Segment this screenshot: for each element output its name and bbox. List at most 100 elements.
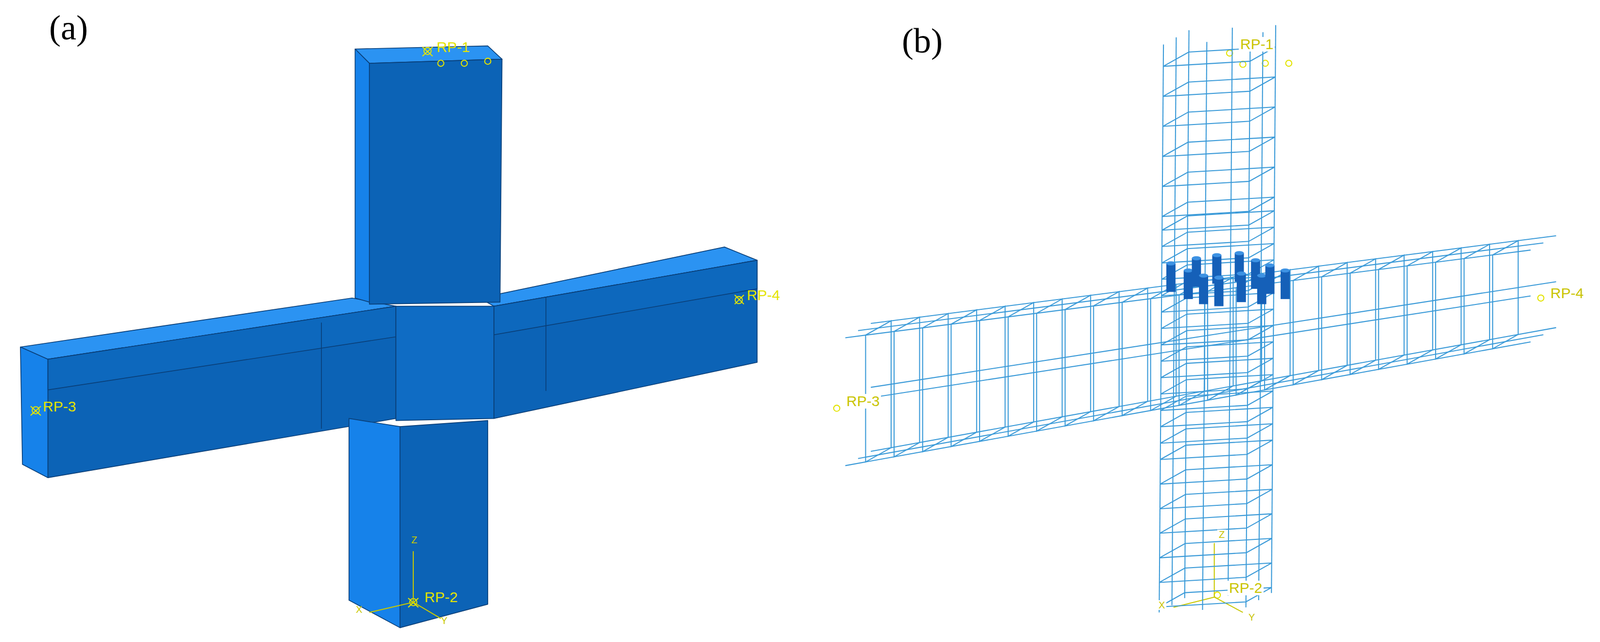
- stirrup: [894, 316, 920, 457]
- stirrup: [865, 320, 891, 462]
- longitudinal-bar: [870, 235, 1557, 324]
- stud-shank: [1166, 263, 1176, 292]
- reference-point-label: RP-4: [1548, 285, 1585, 301]
- reference-point-label: RP-1: [436, 39, 470, 55]
- stirrup: [1378, 255, 1405, 370]
- longitudinal-bar: [858, 242, 1544, 331]
- reference-point-label: RP-2: [424, 589, 458, 605]
- stirrup: [1406, 251, 1433, 364]
- reference-point-label: RP-1: [1238, 36, 1275, 52]
- stud-head: [1265, 263, 1275, 267]
- stud-head: [1214, 275, 1224, 280]
- reference-point-label: RP-3: [844, 393, 881, 409]
- stud-head: [1234, 250, 1245, 255]
- axis-label: Y: [1247, 612, 1257, 622]
- tie: [1162, 106, 1276, 127]
- column-side-face: [354, 49, 370, 302]
- stirrup: [1093, 291, 1119, 422]
- reference-point-mark: [734, 294, 744, 304]
- node-marker: [484, 58, 492, 65]
- tie: [1160, 341, 1274, 362]
- stirrup: [1350, 258, 1376, 375]
- stirrup: [1122, 287, 1148, 416]
- reference-point-mark: [833, 404, 841, 412]
- reference-point-label: RP-3: [42, 399, 76, 414]
- beam-front-face: [493, 260, 758, 419]
- reference-point-label: RP-4: [746, 287, 780, 303]
- stirrup: [1492, 240, 1518, 349]
- solid-model: [20, 45, 757, 628]
- tie: [1160, 325, 1274, 345]
- column-side-face: [349, 418, 401, 628]
- tie: [1160, 390, 1273, 411]
- tie: [1161, 308, 1274, 329]
- stirrup: [922, 313, 949, 452]
- stirrup: [1463, 244, 1490, 354]
- tie: [1160, 464, 1273, 484]
- reference-point-mark: [32, 406, 40, 414]
- axis-triad: [369, 550, 441, 619]
- stud-shank: [1280, 270, 1290, 299]
- tie: [1159, 562, 1272, 583]
- stud-head: [1280, 268, 1290, 273]
- axis-label: X: [1157, 599, 1167, 610]
- tie: [1160, 439, 1273, 460]
- tie: [1161, 210, 1275, 230]
- stirrup: [1008, 302, 1034, 437]
- column-front-face: [369, 59, 503, 305]
- stirrup: [1065, 295, 1091, 426]
- axis-label: X: [355, 604, 363, 615]
- tie: [1160, 423, 1273, 443]
- stirrup: [1435, 247, 1461, 360]
- stud-head: [1250, 258, 1261, 263]
- beam-front-face: [48, 306, 397, 478]
- reference-point-label: RP-2: [1227, 580, 1264, 596]
- stud-head: [1212, 252, 1222, 257]
- stud-shank: [1183, 270, 1194, 299]
- stirrup: [979, 306, 1005, 442]
- longitudinal-bar: [870, 281, 1557, 387]
- stirrup: [950, 309, 977, 447]
- stud-head: [1166, 261, 1176, 265]
- tie: [1162, 167, 1275, 187]
- shear-studs: [1166, 250, 1290, 306]
- stud-shank: [1257, 275, 1267, 305]
- panel-label: (a): [49, 10, 88, 46]
- tie: [1160, 513, 1273, 533]
- tie: [1160, 489, 1273, 509]
- reinforcement-cage: [845, 25, 1557, 613]
- partition-line: [545, 297, 547, 391]
- tie: [1159, 538, 1272, 558]
- node-marker: [437, 60, 444, 67]
- stud-head: [1257, 273, 1267, 278]
- stirrup: [1321, 262, 1347, 380]
- stud-head: [1236, 271, 1247, 276]
- longitudinal-bar: [858, 334, 1544, 458]
- tie: [1161, 227, 1275, 247]
- reference-point-mark: [422, 47, 433, 57]
- partition-line: [320, 322, 322, 429]
- slab-strip: [48, 306, 397, 390]
- reference-point-mark: [423, 47, 432, 55]
- node-marker: [461, 60, 468, 67]
- longitudinal-bar: [870, 327, 1557, 452]
- slab-strip: [493, 260, 758, 335]
- stud-shank: [1198, 275, 1209, 305]
- stirrup: [1293, 265, 1319, 385]
- tie: [1162, 137, 1275, 157]
- joint-core: [395, 306, 494, 421]
- axis-label: Z: [1217, 529, 1227, 540]
- reference-point-mark: [735, 296, 743, 304]
- tie: [1162, 76, 1276, 97]
- stud-shank: [1236, 273, 1247, 302]
- stud-head: [1198, 273, 1209, 278]
- stud-shank: [1265, 265, 1275, 295]
- stirrup: [1036, 298, 1062, 432]
- stirrup: [1150, 284, 1177, 411]
- tie: [1160, 358, 1274, 378]
- stud-shank: [1214, 277, 1224, 307]
- reference-point-mark: [1537, 294, 1545, 301]
- tie: [1160, 374, 1274, 394]
